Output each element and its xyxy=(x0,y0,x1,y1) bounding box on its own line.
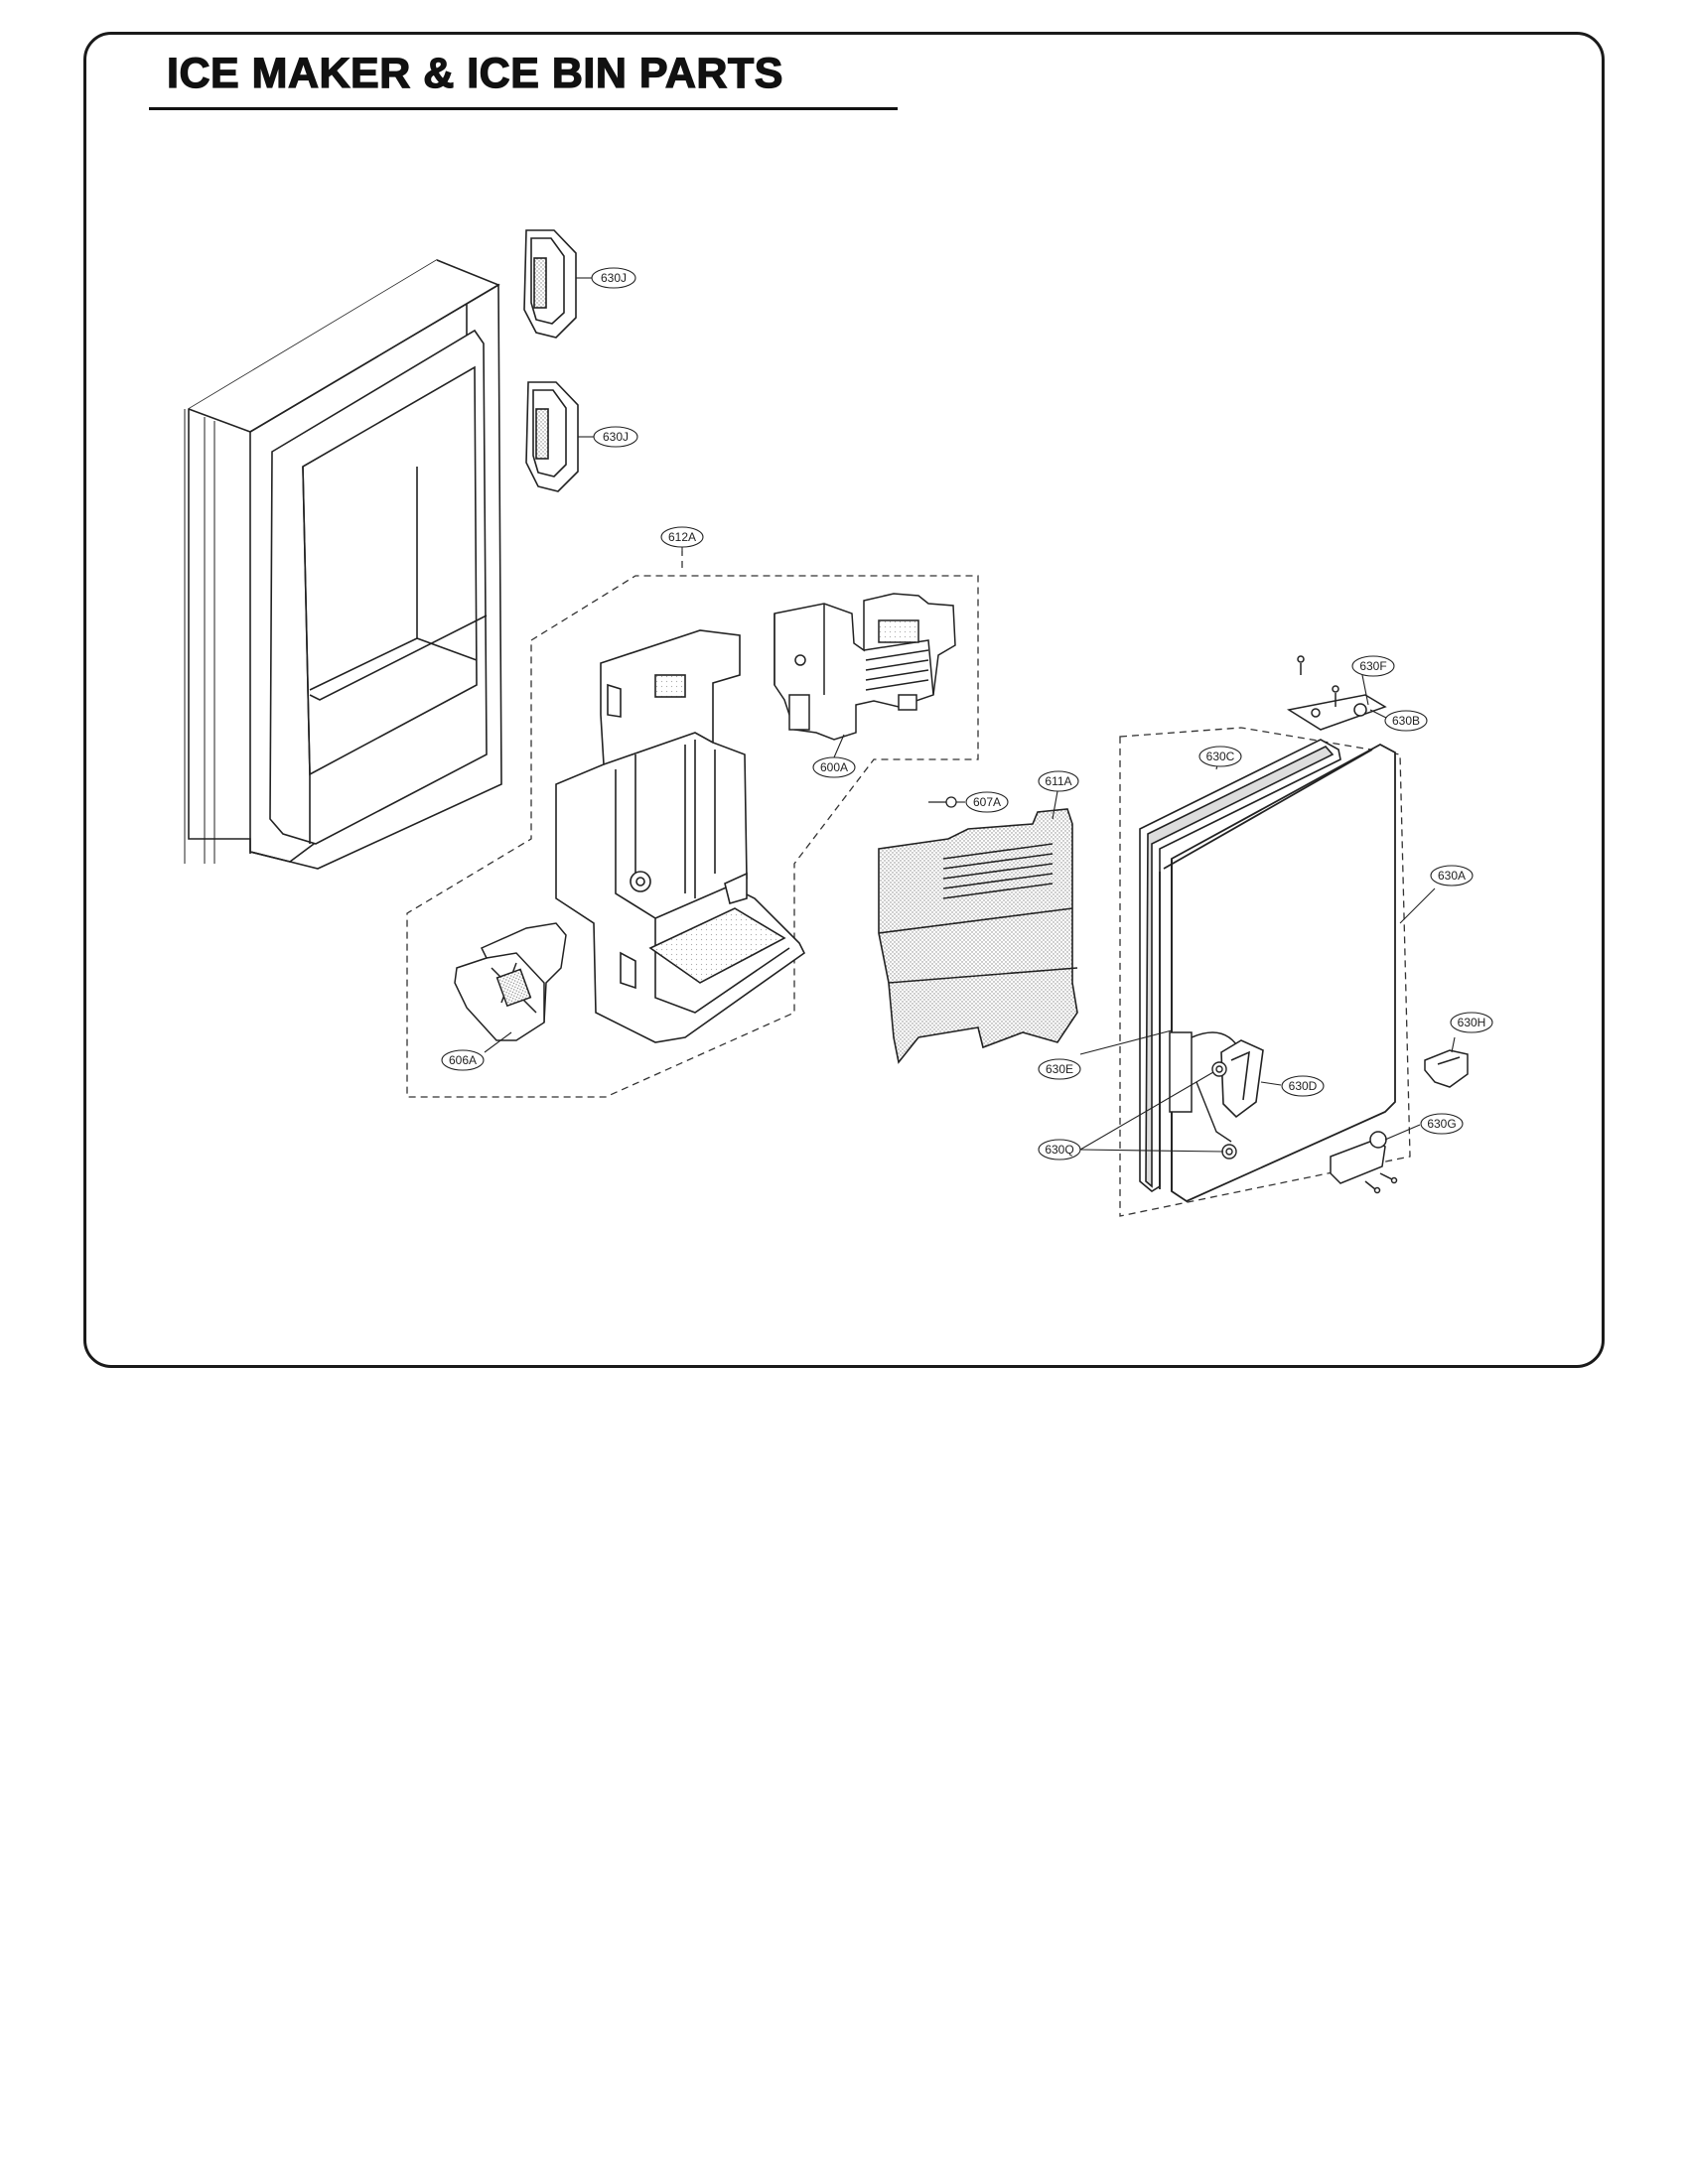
callout-630a: 630A xyxy=(1430,865,1474,887)
callout-630d: 630D xyxy=(1281,1075,1325,1097)
callout-label: 607A xyxy=(973,795,1001,809)
callout-label: 630E xyxy=(1046,1062,1073,1076)
title-underline xyxy=(149,107,898,110)
callout-label: 630C xyxy=(1206,750,1235,763)
callout-612a: 612A xyxy=(660,526,704,548)
ice-chute-bracket-606a xyxy=(454,922,567,1041)
hinge-pins-630q xyxy=(1196,1061,1237,1160)
door-stopper-630h xyxy=(1424,1049,1469,1088)
callout-label: 630D xyxy=(1289,1079,1318,1093)
door-lever-630d xyxy=(1220,1039,1264,1119)
ice-maker-600a xyxy=(774,593,956,741)
leader-lines xyxy=(484,277,1456,1153)
callout-600a: 600A xyxy=(812,756,856,778)
top-hinge-630f xyxy=(1286,655,1387,731)
callout-label: 612A xyxy=(668,530,696,544)
callout-630j-upper: 630J xyxy=(591,267,636,289)
bin-guide-630j-lower xyxy=(525,381,579,492)
callout-630c: 630C xyxy=(1198,746,1242,767)
callout-611a: 611A xyxy=(1038,770,1079,792)
ice-bin-cover-611a xyxy=(878,808,1078,1064)
door-gasket-630c xyxy=(1139,739,1341,1192)
callout-630h: 630H xyxy=(1450,1012,1493,1033)
page-title: ICE MAKER & ICE BIN PARTS xyxy=(166,49,783,97)
callout-label: 600A xyxy=(820,760,848,774)
callout-607a: 607A xyxy=(965,791,1009,813)
callout-label: 630H xyxy=(1458,1016,1486,1029)
callout-label: 606A xyxy=(449,1053,477,1067)
screw-607a xyxy=(928,796,957,808)
callout-label: 630G xyxy=(1427,1117,1456,1131)
callout-label: 630B xyxy=(1392,714,1420,728)
callout-630j-lower: 630J xyxy=(593,426,638,448)
callout-630e: 630E xyxy=(1038,1058,1081,1080)
callout-label: 630A xyxy=(1438,869,1466,883)
callout-label: 630F xyxy=(1359,659,1386,673)
callout-label: 630J xyxy=(603,430,629,444)
door-liner-frame xyxy=(184,259,502,870)
door-assembly-group-outline xyxy=(1119,727,1411,1217)
callout-label: 611A xyxy=(1045,774,1071,788)
callout-630f: 630F xyxy=(1351,655,1395,677)
callout-label: 630Q xyxy=(1045,1143,1073,1157)
bin-guide-630j-upper xyxy=(523,229,577,339)
callout-label: 630J xyxy=(601,271,627,285)
ice-maker-frame-612a xyxy=(555,629,806,1043)
callout-630q: 630Q xyxy=(1038,1139,1081,1160)
bottom-hinge-630g xyxy=(1330,1131,1398,1194)
callout-606a: 606A xyxy=(441,1049,485,1071)
callout-630b: 630B xyxy=(1384,710,1428,732)
hinge-plate-630e xyxy=(1169,1031,1242,1113)
callout-630g: 630G xyxy=(1420,1113,1464,1135)
